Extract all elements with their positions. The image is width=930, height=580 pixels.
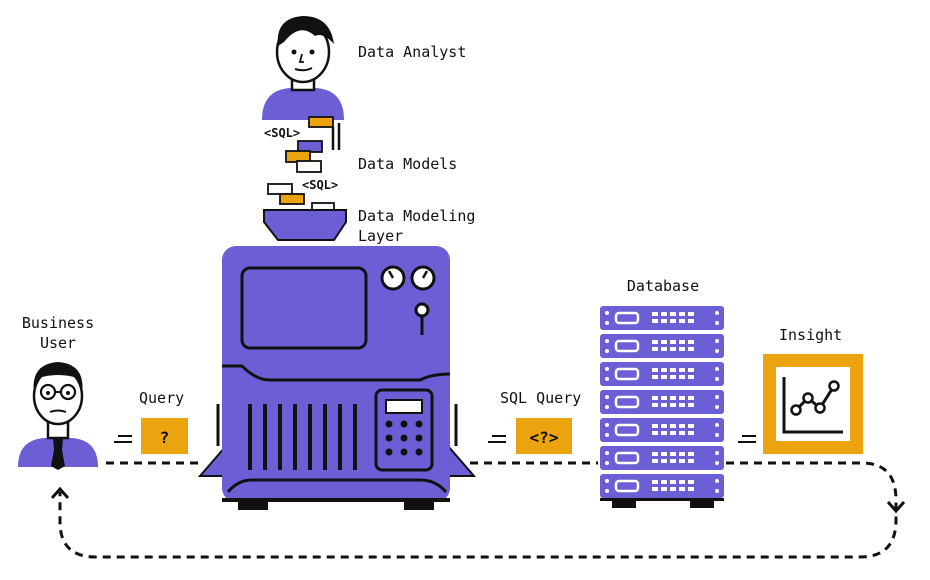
data-analyst-label: Data Analyst [358, 43, 467, 61]
rack-unit [600, 362, 724, 386]
rack-base [600, 498, 724, 501]
business-user-label-1: Business [21, 314, 95, 332]
rack-unit [600, 446, 724, 470]
sql-tag-1: <SQL> [264, 126, 300, 140]
sql-question-mark: <?> [530, 428, 559, 447]
insight-label: Insight [779, 326, 843, 344]
rack-unit [600, 334, 724, 358]
data-modeling-layer-label-2: Layer [358, 227, 404, 245]
sql-query-label: SQL Query [500, 389, 582, 407]
flow-arrowheads [50, 486, 906, 514]
analyst-icon [262, 16, 344, 120]
question-mark: ? [160, 428, 170, 447]
line-chart-icon [738, 354, 863, 454]
server-rack-icon [600, 306, 724, 501]
rack-foot-left [612, 500, 636, 508]
sql-query-tag: <?> [488, 418, 572, 454]
rack-unit [600, 306, 724, 330]
rack-foot-right [690, 500, 714, 508]
sql-tag-2: <SQL> [302, 178, 338, 192]
data-modeling-layer-label-1: Data Modeling [358, 207, 476, 225]
modeling-machine-icon [197, 209, 477, 510]
rack-unit [600, 418, 724, 442]
flow-connector [58, 461, 898, 559]
database-label: Database [626, 277, 700, 295]
rack-unit [600, 390, 724, 414]
person-with-glasses-icon [18, 362, 98, 470]
data-models-icon [267, 116, 341, 213]
business-user-label-2: User [39, 334, 77, 352]
data-models-label: Data Models [358, 155, 458, 173]
rack-unit [600, 474, 724, 498]
query-tag: ? [114, 418, 188, 454]
query-label: Query [139, 389, 185, 407]
